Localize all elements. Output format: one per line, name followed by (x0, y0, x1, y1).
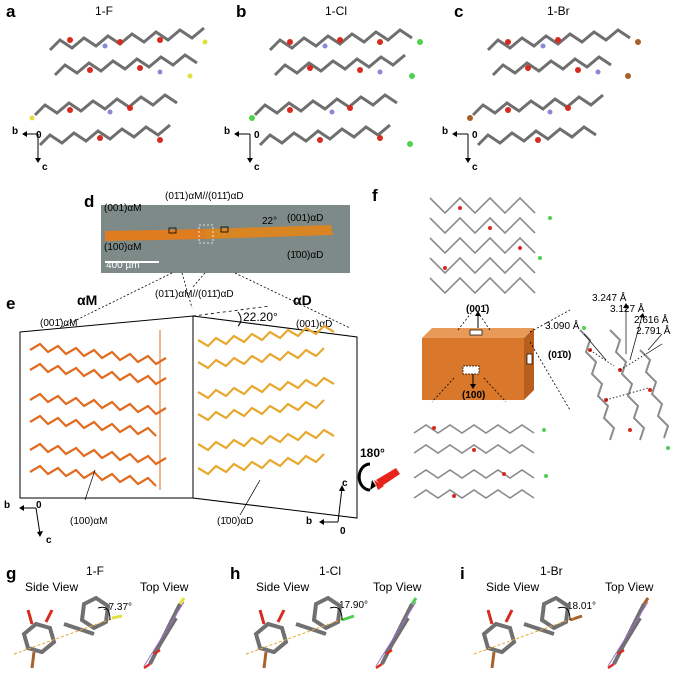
face-label-f-front: (100) (462, 390, 486, 401)
crystal-block (422, 328, 534, 400)
rotation-label: 180° (360, 446, 385, 460)
distance-label-1: 3.247 Å (592, 293, 627, 304)
panel-title-a: 1-F (95, 4, 113, 18)
distance-label-2: 3.127 Å (610, 304, 645, 315)
hydrogen-bond-network (579, 303, 670, 450)
panel-letter-g: g (6, 564, 17, 583)
face-label-e-right-bottom: (1̄00)αD (217, 516, 254, 527)
face-label-f-top: (001̄) (466, 304, 490, 315)
axis-c-a: c (42, 162, 48, 173)
face-label-d-left-bottom: (100)αM (104, 242, 142, 253)
panel-letter-b: b (236, 2, 247, 21)
side-view-label-h: Side View (256, 580, 310, 594)
distance-label-4: 2.616 Å (634, 315, 669, 326)
panel-letter-i: i (460, 564, 465, 583)
molecule-top-view-g (143, 597, 186, 670)
crystal-micrograph (101, 205, 350, 273)
face-label-e-left-top: (001̄)αM (40, 318, 78, 329)
origin-c: 0 (472, 130, 478, 141)
top-view-label-i: Top View (605, 580, 654, 594)
panel-title-h: 1-Cl (319, 564, 342, 578)
top-view-label-h: Top View (373, 580, 422, 594)
crystal-packing-b (249, 28, 423, 147)
face-label-e-left-bottom: (100)αM (70, 516, 108, 527)
panel-letter-h: h (230, 564, 241, 583)
axes-e-left (19, 505, 43, 537)
packing-side-view (413, 424, 548, 499)
panel-letter-f: f (372, 186, 378, 205)
face-label-d-left-top: (001)αM (104, 203, 142, 214)
face-label-d-right-bottom: (1̄00)αD (287, 250, 324, 261)
panel-letter-a: a (6, 2, 16, 21)
origin-e-right: 0 (340, 526, 346, 537)
axes-e-right (319, 485, 345, 525)
interface-label-e: (01̄1)αM//(011̄)αD (155, 289, 234, 300)
panel-title-g: 1-F (86, 564, 104, 578)
panel-title-c: 1-Br (547, 4, 570, 18)
face-label-e-right-top: (001)αD (296, 319, 333, 330)
molecule-top-view-h (375, 597, 418, 670)
axis-c-e-left: c (46, 535, 52, 546)
scale-bar-label: 400 µm (106, 260, 140, 271)
axes-a (22, 131, 41, 163)
panel-title-b: 1-Cl (325, 4, 348, 18)
axes-c (452, 131, 471, 163)
axis-b-c: b (442, 126, 449, 137)
crystal-packing-a (29, 26, 208, 147)
panel-letter-e: e (6, 294, 16, 313)
dihedral-angle-g: 17.37° (103, 602, 133, 613)
angle-label-d: 22° (262, 216, 278, 227)
panel-title-i: 1-Br (540, 564, 563, 578)
angle-label-e: 22.20° (243, 310, 278, 324)
axis-b-b: b (224, 126, 231, 137)
distance-label-5: 2.791 Å (636, 326, 671, 337)
dihedral-angle-h: 17.90° (339, 600, 369, 611)
alpha-m-label: αM (77, 292, 98, 308)
side-view-label-i: Side View (486, 580, 540, 594)
block-guide-lines (431, 307, 571, 411)
twin-crystal-diagram (19, 305, 358, 519)
dihedral-angle-i: 18.01° (567, 601, 597, 612)
origin-a: 0 (36, 130, 42, 141)
face-label-f-right: (01̄0) (548, 350, 572, 361)
side-view-label-g: Side View (25, 580, 79, 594)
axis-c-c: c (472, 162, 478, 173)
molecule-top-view-i (607, 597, 650, 670)
axes-b (234, 131, 253, 163)
axis-b-e-left: b (4, 500, 11, 511)
zoom-guide-lines (59, 272, 351, 329)
axis-c-b: c (254, 162, 260, 173)
panel-letter-d: d (84, 192, 95, 211)
rotation-arrow-icon (357, 462, 400, 492)
alpha-d-label: αD (293, 292, 312, 308)
axis-c-e-right: c (342, 478, 348, 489)
top-view-label-g: Top View (140, 580, 189, 594)
origin-b: 0 (254, 130, 260, 141)
axis-b-e-right: b (306, 516, 313, 527)
panel-letter-c: c (454, 2, 464, 21)
molecule-side-view-h (245, 595, 355, 669)
distance-label-3: 3.090 Å (545, 321, 580, 332)
origin-e-left: 0 (36, 500, 42, 511)
molecule-side-view-g (13, 595, 123, 669)
face-label-d-right-top: (001)αD (287, 213, 324, 224)
packing-top-view (429, 196, 552, 295)
crystal-packing-c (467, 28, 641, 147)
axis-b-a: b (12, 126, 19, 137)
molecule-side-view-i (473, 595, 583, 669)
face-label-d-interface: (01̄1)αM//(011̄)αD (165, 191, 244, 202)
